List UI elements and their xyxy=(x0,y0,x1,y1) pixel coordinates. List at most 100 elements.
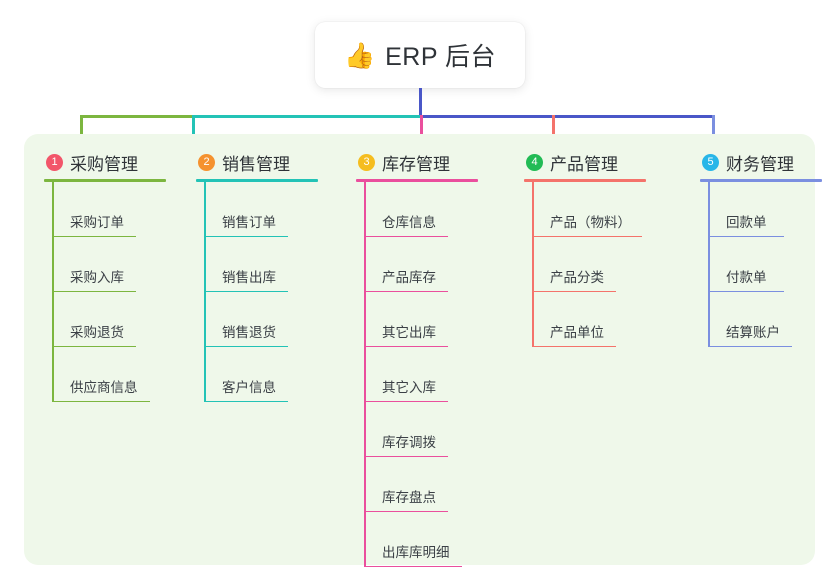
module-header-1[interactable]: 1 采购管理 xyxy=(44,142,166,182)
module-item-label: 销售出库 xyxy=(222,270,276,285)
module-item[interactable]: 销售订单 xyxy=(196,182,290,237)
module-item[interactable]: 采购退货 xyxy=(44,292,138,347)
module-item[interactable]: 供应商信息 xyxy=(44,347,150,402)
module-item-rule xyxy=(52,235,136,237)
module-header-rule xyxy=(44,179,166,182)
connector-bus-segment-3 xyxy=(420,115,712,118)
module-item[interactable]: 结算账户 xyxy=(700,292,794,347)
module-title: 销售管理 xyxy=(222,154,290,174)
module-item[interactable]: 产品分类 xyxy=(524,237,618,292)
module-items: 销售订单销售出库销售退货客户信息 xyxy=(196,182,290,402)
module-item-rule xyxy=(364,290,448,292)
module-item-rule xyxy=(364,565,462,567)
module-header-rule xyxy=(700,179,822,182)
module-item-rule xyxy=(52,290,136,292)
module-item[interactable]: 其它出库 xyxy=(356,292,450,347)
module-item-rule xyxy=(204,290,288,292)
module-item[interactable]: 其它入库 xyxy=(356,347,450,402)
module-item-label: 出库库明细 xyxy=(382,545,450,560)
module-item[interactable]: 客户信息 xyxy=(196,347,290,402)
module-item[interactable]: 采购入库 xyxy=(44,237,138,292)
connector-drop-1 xyxy=(80,115,83,140)
module-header-2[interactable]: 2 销售管理 xyxy=(196,142,318,182)
module-item-label: 销售退货 xyxy=(222,325,276,340)
module-number-badge: 2 xyxy=(198,153,215,171)
module-title: 采购管理 xyxy=(70,154,138,174)
module-column-1: 1 采购管理采购订单采购入库采购退货供应商信息 xyxy=(44,142,166,402)
module-column-3: 3 库存管理仓库信息产品库存其它出库其它入库库存调拨库存盘点出库库明细 xyxy=(356,142,478,567)
module-items: 仓库信息产品库存其它出库其它入库库存调拨库存盘点出库库明细 xyxy=(356,182,462,567)
module-item-rule xyxy=(532,290,616,292)
module-item-label: 销售订单 xyxy=(222,215,276,230)
module-number-badge: 4 xyxy=(526,153,543,171)
module-item-rule xyxy=(364,400,448,402)
module-item-label: 客户信息 xyxy=(222,380,276,395)
module-item-label: 采购退货 xyxy=(70,325,124,340)
connector-bus-segment-1 xyxy=(80,115,192,118)
module-item-rule xyxy=(708,290,784,292)
page-title: ERP 后台 xyxy=(385,43,497,71)
module-items: 回款单付款单结算账户 xyxy=(700,182,794,347)
module-spine-line xyxy=(532,182,534,347)
module-number-badge: 3 xyxy=(358,153,375,171)
module-spine-line xyxy=(204,182,206,402)
module-item[interactable]: 仓库信息 xyxy=(356,182,450,237)
module-number-badge: 1 xyxy=(46,153,63,171)
connector-drop-4 xyxy=(552,115,555,140)
thumbs-up-icon: 👍 xyxy=(343,41,376,70)
modules-panel: 1 采购管理采购订单采购入库采购退货供应商信息 2 销售管理销售订单销售出库销售退货客… xyxy=(24,134,822,567)
module-item-rule xyxy=(52,345,136,347)
module-number-badge: 5 xyxy=(702,153,719,171)
module-item-rule xyxy=(204,345,288,347)
module-item-label: 采购订单 xyxy=(70,215,124,230)
module-spine-line xyxy=(364,182,366,567)
module-item[interactable]: 采购订单 xyxy=(44,182,138,237)
module-header-rule xyxy=(196,179,318,182)
module-item[interactable]: 付款单 xyxy=(700,237,794,292)
module-title: 产品管理 xyxy=(550,154,618,174)
module-item-label: 供应商信息 xyxy=(70,380,138,395)
module-header-rule xyxy=(524,179,646,182)
module-item[interactable]: 销售退货 xyxy=(196,292,290,347)
module-spine-line xyxy=(52,182,54,402)
module-item[interactable]: 回款单 xyxy=(700,182,794,237)
module-header-3[interactable]: 3 库存管理 xyxy=(356,142,478,182)
module-header-4[interactable]: 4 产品管理 xyxy=(524,142,646,182)
module-item[interactable]: 产品单位 xyxy=(524,292,618,347)
module-item-rule xyxy=(708,345,792,347)
module-item-label: 其它出库 xyxy=(382,325,436,340)
module-item[interactable]: 产品（物料） xyxy=(524,182,642,237)
module-title: 库存管理 xyxy=(382,154,450,174)
connector-drop-2 xyxy=(192,115,195,140)
module-item-label: 采购入库 xyxy=(70,270,124,285)
module-item-rule xyxy=(364,455,448,457)
module-items: 采购订单采购入库采购退货供应商信息 xyxy=(44,182,150,402)
module-item-rule xyxy=(532,345,616,347)
module-items: 产品（物料） 产品分类产品单位 xyxy=(524,182,642,347)
module-column-2: 2 销售管理销售订单销售出库销售退货客户信息 xyxy=(196,142,318,402)
module-item-label: 产品单位 xyxy=(550,325,604,340)
module-item-rule xyxy=(204,400,288,402)
module-item-label: 结算账户 xyxy=(726,325,780,340)
module-item[interactable]: 库存调拨 xyxy=(356,402,450,457)
module-item-rule xyxy=(364,235,448,237)
connector-drop-3 xyxy=(420,115,423,140)
module-item-rule xyxy=(364,510,448,512)
module-column-4: 4 产品管理产品（物料） 产品分类产品单位 xyxy=(524,142,646,347)
module-item-rule xyxy=(708,235,784,237)
module-item-label: 回款单 xyxy=(726,215,767,230)
module-item-label: 其它入库 xyxy=(382,380,436,395)
title-card[interactable]: 👍 ERP 后台 xyxy=(315,22,525,88)
module-item-rule xyxy=(204,235,288,237)
module-item-rule xyxy=(364,345,448,347)
connector-drop-5 xyxy=(712,115,715,140)
module-item[interactable]: 库存盘点 xyxy=(356,457,450,512)
module-item-label: 产品分类 xyxy=(550,270,604,285)
module-item-rule xyxy=(52,400,150,402)
module-item[interactable]: 出库库明细 xyxy=(356,512,462,567)
module-item[interactable]: 销售出库 xyxy=(196,237,290,292)
module-item[interactable]: 产品库存 xyxy=(356,237,450,292)
